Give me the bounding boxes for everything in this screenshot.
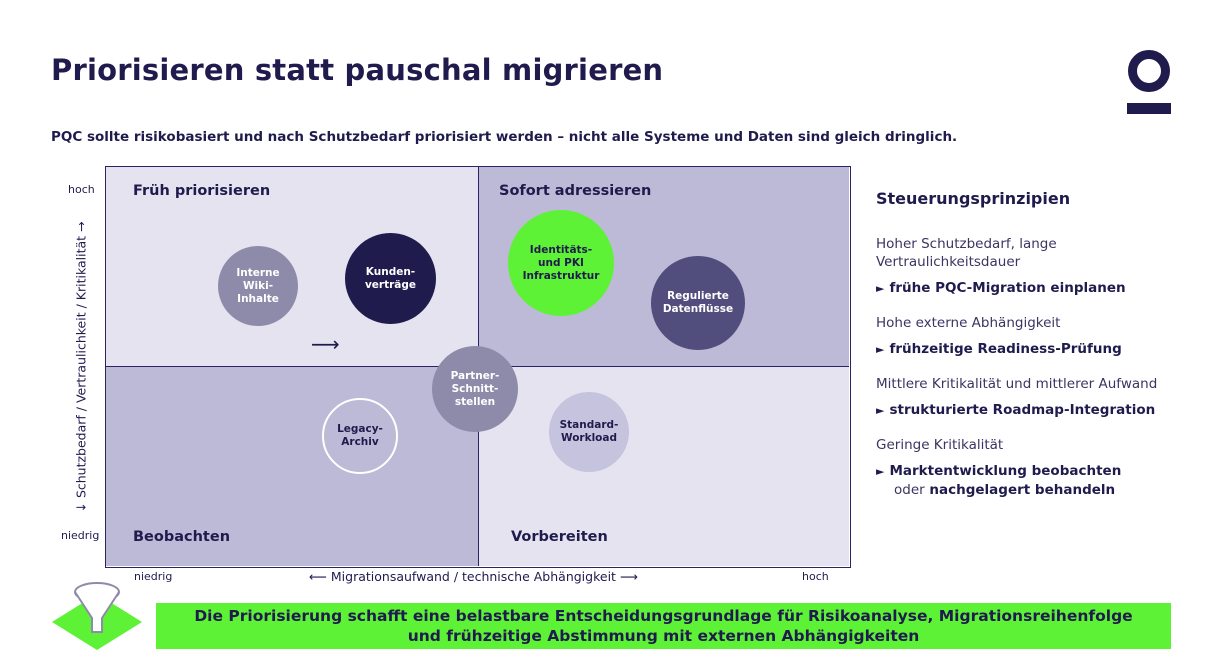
bubble-kundenvertraege: Kunden- verträge [345, 233, 436, 324]
bubble-interne-wiki-inhalte: Interne Wiki- Inhalte [218, 246, 298, 326]
banner-line-2: und frühzeitige Abstimmung mit externen … [407, 627, 920, 645]
principle-condition: Hoher Schutzbedarf, lange Vertraulichkei… [876, 236, 1057, 270]
page-title: Priorisieren statt pauschal migrieren [51, 53, 664, 87]
bubble-identitaets-pki-infrastruktur: Identitäts- und PKI Infrastruktur [508, 210, 614, 316]
quadrant-label-sofort-adressieren: Sofort adressieren [499, 183, 652, 199]
principle-action: ►frühzeitige Readiness-Prüfung [876, 341, 1122, 357]
principle-condition: Mittlere Kritikalität und mittlerer Aufw… [876, 376, 1158, 392]
bullet-arrow-icon: ► [876, 404, 885, 417]
y-axis-label: ↓ Schutzbedarf / Vertraulichkeit / Kriti… [73, 221, 89, 513]
banner-line-1: Die Priorisierung schafft eine belastbar… [194, 607, 1133, 625]
quadrant-bottom-left [106, 367, 479, 566]
y-axis-high-label: hoch [68, 183, 95, 196]
principles-panel: Steuerungsprinzipien Hoher Schutzbedarf,… [876, 189, 1176, 515]
funnel-icon [50, 578, 144, 652]
page-subtitle: PQC sollte risikobasiert und nach Schutz… [51, 129, 958, 145]
x-axis-low-label: niedrig [134, 570, 173, 583]
principles-title: Steuerungsprinzipien [876, 189, 1071, 208]
principle-action: ►frühe PQC-Migration einplanen [876, 280, 1126, 296]
bullet-arrow-icon: ► [876, 282, 885, 295]
o-logo-icon [1127, 50, 1171, 116]
quadrant-label-beobachten: Beobachten [133, 529, 231, 545]
bubble-regulierte-datenfluesse: Regulierte Datenflüsse [651, 256, 745, 350]
bubble-partner-schnittstellen: Partner- Schnitt- stellen [432, 346, 518, 432]
conclusion-banner: Die Priorisierung schafft eine belastbar… [156, 603, 1171, 649]
x-axis-high-label: hoch [802, 570, 829, 583]
principle-condition: Hohe externe Abhängigkeit [876, 315, 1061, 331]
direction-arrow-icon: ⟶ [311, 332, 340, 356]
x-axis-label: ⟵ Migrationsaufwand / technische Abhängi… [309, 569, 638, 584]
quadrant-label-frueh-priorisieren: Früh priorisieren [133, 183, 271, 199]
bubble-legacy-archiv: Legacy- Archiv [322, 398, 398, 474]
bullet-arrow-icon: ► [876, 465, 885, 478]
principle-condition: Geringe Kritikalität [876, 437, 1004, 453]
y-axis-low-label: niedrig [61, 529, 100, 542]
principle-action: ►strukturierte Roadmap-Integration [876, 402, 1156, 418]
bubble-standard-workload: Standard- Workload [549, 392, 629, 472]
quadrant-bottom-right [479, 367, 849, 566]
quadrant-label-vorbereiten: Vorbereiten [511, 529, 608, 545]
bullet-arrow-icon: ► [876, 343, 885, 356]
